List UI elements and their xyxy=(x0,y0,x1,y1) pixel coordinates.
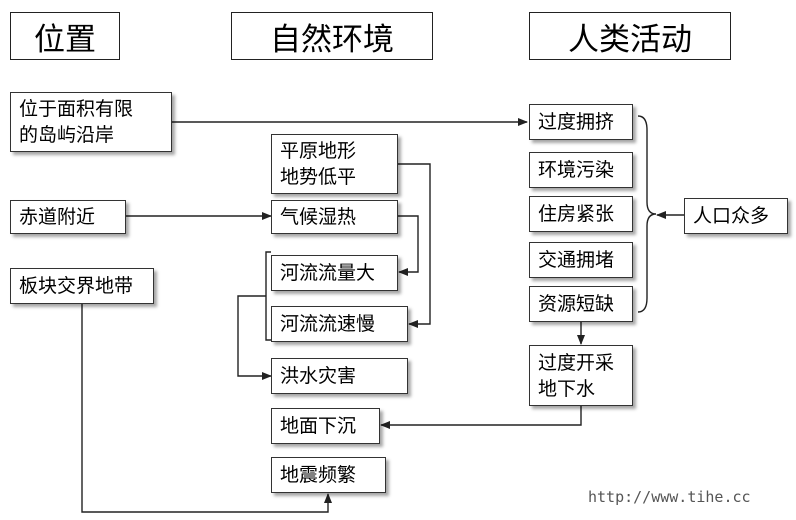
node-earthquake-label: 地震频繁 xyxy=(280,464,357,486)
node-large-flow: 河流流量大 xyxy=(271,255,398,291)
node-pollution: 环境污染 xyxy=(529,152,633,188)
node-equator: 赤道附近 xyxy=(10,200,126,234)
node-pollution-label: 环境污染 xyxy=(538,159,615,181)
arrow-terrain-to-speed xyxy=(398,163,431,328)
arrow-plate-to-earthquake xyxy=(81,304,332,513)
header-human: 人类活动 xyxy=(529,12,731,60)
node-overcrowding-label: 过度拥挤 xyxy=(538,111,615,133)
arrow-overpump-to-subsidence xyxy=(380,406,582,429)
node-plate-boundary-label: 板块交界地带 xyxy=(19,275,134,297)
arrow-river-to-flood xyxy=(237,295,272,380)
node-plain-terrain-line2: 地势低平 xyxy=(280,166,357,188)
node-overpump-line1: 过度开采 xyxy=(538,351,615,374)
node-plain-terrain-line1: 平原地形 xyxy=(280,140,357,162)
watermark-url: http://www.tihe.cc xyxy=(588,488,751,506)
node-housing: 住房紧张 xyxy=(529,196,633,232)
node-resource-label: 资源短缺 xyxy=(538,293,615,315)
node-equator-label: 赤道附近 xyxy=(19,206,96,228)
node-housing-label: 住房紧张 xyxy=(538,203,615,225)
node-subsidence: 地面下沉 xyxy=(271,408,380,444)
node-plate-boundary: 板块交界地带 xyxy=(10,268,154,304)
node-island-coast-line2: 的岛屿沿岸 xyxy=(19,124,115,146)
node-overpump: 过度开采 地下水 xyxy=(529,345,633,406)
node-overpump-line2: 地下水 xyxy=(538,377,596,400)
node-traffic-label: 交通拥堵 xyxy=(538,249,615,271)
node-humid-hot: 气候湿热 xyxy=(271,200,398,234)
header-environment-label: 自然环境 xyxy=(270,21,394,58)
node-slow-flow: 河流流速慢 xyxy=(271,306,408,342)
node-island-coast: 位于面积有限 的岛屿沿岸 xyxy=(10,92,172,152)
header-environment: 自然环境 xyxy=(231,12,433,60)
header-location-label: 位置 xyxy=(34,21,96,58)
node-overcrowding: 过度拥挤 xyxy=(529,104,633,140)
node-population: 人口众多 xyxy=(684,198,788,234)
node-resource: 资源短缺 xyxy=(529,286,633,322)
node-humid-hot-label: 气候湿热 xyxy=(280,206,357,228)
node-earthquake: 地震频繁 xyxy=(271,457,386,493)
human-brace xyxy=(637,115,657,313)
node-population-label: 人口众多 xyxy=(693,205,770,227)
node-flood-label: 洪水灾害 xyxy=(280,365,357,387)
node-traffic: 交通拥堵 xyxy=(529,242,633,278)
node-large-flow-label: 河流流量大 xyxy=(280,262,376,284)
node-island-coast-line1: 位于面积有限 xyxy=(19,98,134,120)
node-plain-terrain: 平原地形 地势低平 xyxy=(271,134,398,194)
header-human-label: 人类活动 xyxy=(568,21,692,58)
node-subsidence-label: 地面下沉 xyxy=(280,415,357,437)
node-flood: 洪水灾害 xyxy=(271,358,408,394)
node-slow-flow-label: 河流流速慢 xyxy=(280,313,376,335)
arrow-climate-to-flow xyxy=(398,215,419,276)
header-location: 位置 xyxy=(10,12,120,60)
